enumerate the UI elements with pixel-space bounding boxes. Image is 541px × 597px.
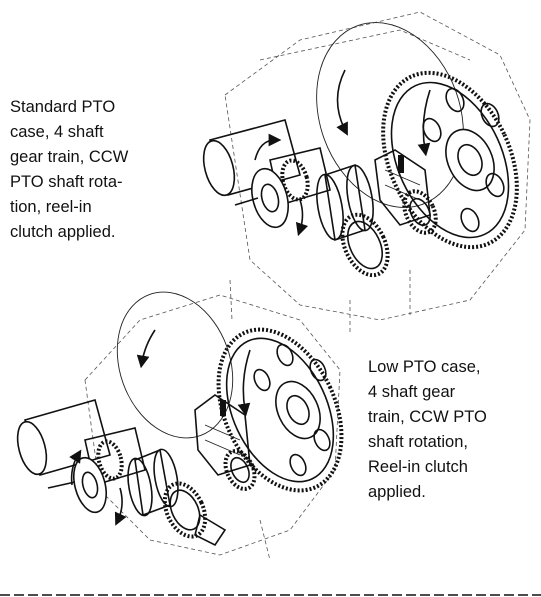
low-pto-shaft xyxy=(16,399,146,514)
low-clutch-drum xyxy=(127,448,179,517)
low-large-gear xyxy=(216,327,344,493)
low-pto-caption: Low PTO case, 4 shaft gear train, CCW PT… xyxy=(368,358,487,501)
standard-drum-outline xyxy=(316,22,464,208)
standard-pto-caption: Standard PTO case, 4 shaft gear train, C… xyxy=(10,98,129,241)
standard-clutch-drum xyxy=(316,163,374,242)
low-drum-outline xyxy=(116,291,234,439)
standard-pto-shaft xyxy=(202,119,331,229)
low-pto-assembly xyxy=(16,279,344,561)
standard-case-outline xyxy=(224,11,531,335)
low-rotation-arrows xyxy=(69,329,251,526)
standard-pto-assembly xyxy=(202,11,531,335)
low-intermediate-gears xyxy=(162,394,257,547)
standard-intermediate-gears xyxy=(340,149,438,278)
standard-large-gear xyxy=(381,70,519,250)
standard-rotation-arrows xyxy=(254,69,431,237)
